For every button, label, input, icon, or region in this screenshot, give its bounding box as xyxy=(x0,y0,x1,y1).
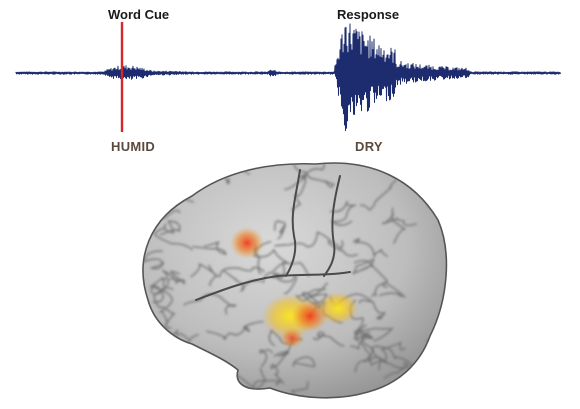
audio-waveform xyxy=(15,23,561,132)
response-word-text: DRY xyxy=(355,139,383,154)
brain-surface-render xyxy=(142,162,448,399)
cue-word-text: HUMID xyxy=(111,139,156,154)
activation-temporal-red-lower xyxy=(280,328,304,348)
activation-regions xyxy=(230,227,358,348)
activation-temporal-red-center xyxy=(292,300,328,332)
response-label: Response xyxy=(337,7,400,22)
word-cue-label: Word Cue xyxy=(108,7,170,22)
activation-frontal-red xyxy=(230,227,264,259)
